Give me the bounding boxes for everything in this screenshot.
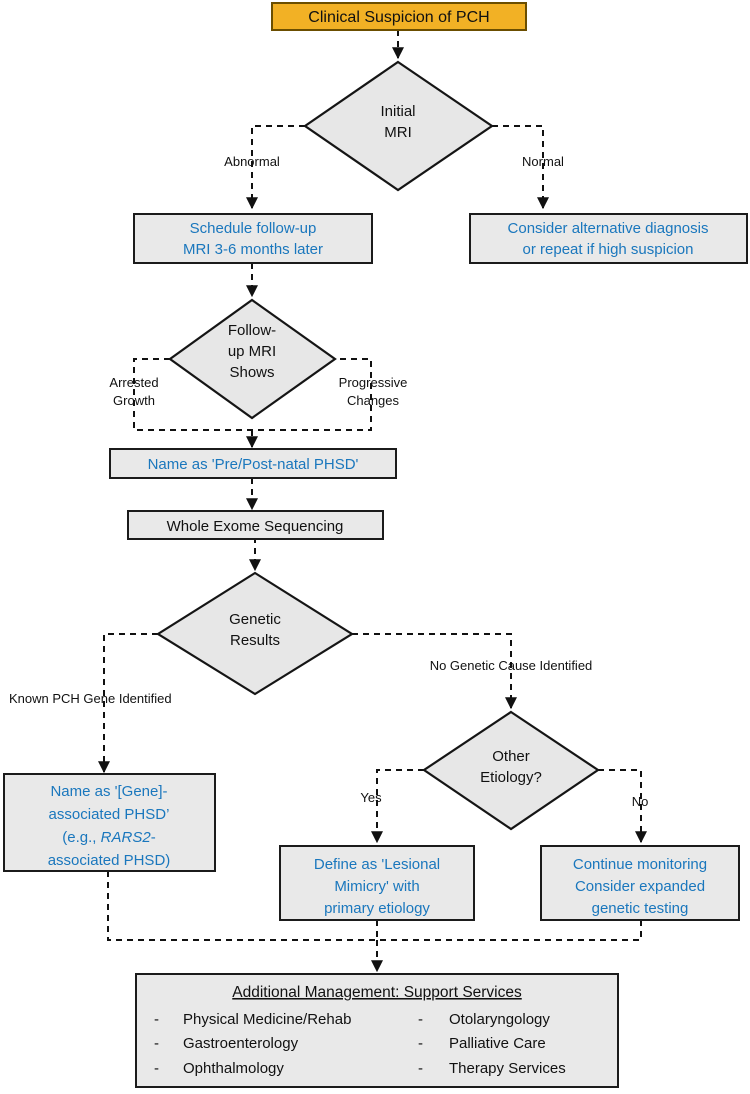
name-gene-line1: Name as '[Gene]- (50, 783, 167, 800)
clinical-suspicion-label: Clinical Suspicion of PCH (308, 9, 489, 26)
additional-management-box[interactable] (135, 973, 619, 1088)
bullet-dash-right-1: - (418, 1011, 423, 1028)
edge-genetic-known-gene (98, 633, 158, 774)
node-initial-mri[interactable]: Initial MRI (303, 60, 494, 192)
consider-alternative-line2: or repeat if high suspicion (523, 241, 694, 258)
lesional-mimicry-line1: Define as 'Lesional (314, 856, 440, 873)
genetic-results-line1: Genetic (229, 611, 281, 628)
support-service-right-1: Otolaryngology (449, 1011, 550, 1028)
bullet-dash-left-2: - (154, 1035, 159, 1052)
node-whole-exome-sequencing[interactable]: Whole Exome Sequencing (127, 510, 384, 540)
continue-monitoring-line1: Continue monitoring (573, 856, 707, 873)
genetic-results-line2: Results (230, 632, 280, 649)
followup-mri-diamond[interactable] (168, 298, 337, 420)
continue-monitoring-box[interactable] (540, 845, 740, 921)
edge-label-abnormal: Abnormal (224, 154, 280, 169)
node-lesional-mimicry[interactable]: Define as 'Lesional Mimicry' with primar… (279, 845, 475, 921)
name-gene-line3-suffix: - (151, 829, 156, 846)
clinical-suspicion-box[interactable] (271, 2, 527, 31)
edge-other-etiology-yes (371, 769, 424, 844)
consider-alternative-line1: Consider alternative diagnosis (508, 220, 709, 237)
continue-monitoring-line2: Consider expanded (575, 878, 705, 895)
edge-genetic-no-cause (352, 633, 517, 710)
edges-layer (98, 30, 647, 973)
name-gene-line2: associated PHSD’ (49, 806, 170, 823)
initial-mri-diamond[interactable] (303, 60, 494, 192)
node-schedule-followup[interactable]: Schedule follow-up MRI 3-6 months later (133, 213, 373, 264)
other-etiology-line1: Other (492, 748, 530, 765)
edge-converge-bracket (107, 871, 642, 941)
edge-label-normal: Normal (522, 154, 564, 169)
consider-alternative-box[interactable] (469, 213, 748, 264)
whole-exome-label: Whole Exome Sequencing (167, 518, 344, 535)
lesional-mimicry-box[interactable] (279, 845, 475, 921)
name-gene-box[interactable] (3, 773, 216, 872)
edge-label-no-genetic-cause: No Genetic Cause Identified (430, 658, 593, 673)
initial-mri-label-line2: MRI (384, 124, 412, 141)
node-genetic-results[interactable]: Genetic Results (155, 571, 355, 696)
lesional-mimicry-line2: Mimicry' with (334, 878, 419, 895)
edge-label-arrested-growth-2: Growth (113, 393, 155, 408)
support-service-right-3: Therapy Services (449, 1060, 566, 1077)
bullet-dash-right-2: - (418, 1035, 423, 1052)
support-service-left-3: Ophthalmology (183, 1060, 284, 1077)
node-clinical-suspicion[interactable]: Clinical Suspicion of PCH (271, 2, 527, 31)
name-prepost-box[interactable] (109, 448, 397, 479)
schedule-followup-line1: Schedule follow-up (190, 220, 317, 237)
edge-initial-mri-normal (492, 125, 549, 210)
edge-label-no: No (632, 794, 649, 809)
node-name-gene-associated[interactable]: Name as '[Gene]- associated PHSD’ (e.g.,… (3, 773, 216, 872)
support-service-right-2: Palliative Care (449, 1035, 546, 1052)
node-continue-monitoring[interactable]: Continue monitoring Consider expanded ge… (540, 845, 740, 921)
name-gene-line3: (e.g., RARS2- (62, 829, 155, 846)
name-gene-line3-prefix: (e.g., (62, 829, 100, 846)
edge-other-etiology-no (598, 769, 647, 844)
bullet-dash-left-3: - (154, 1060, 159, 1077)
continue-monitoring-line3: genetic testing (592, 900, 689, 917)
node-followup-mri[interactable]: Follow- up MRI Shows (168, 298, 337, 420)
bullet-dash-left-1: - (154, 1011, 159, 1028)
node-additional-management[interactable]: Additional Management: Support Services … (135, 973, 619, 1088)
edge-label-known-gene: Known PCH Gene Identified (9, 691, 172, 706)
bullet-dash-right-3: - (418, 1060, 423, 1077)
support-service-left-2: Gastroenterology (183, 1035, 299, 1052)
schedule-followup-box[interactable] (133, 213, 373, 264)
followup-mri-line2: up MRI (228, 343, 276, 360)
genetic-results-diamond[interactable] (155, 571, 355, 696)
followup-mri-line3: Shows (229, 364, 274, 381)
node-name-prepost[interactable]: Name as 'Pre/Post-natal PHSD' (109, 448, 397, 479)
node-other-etiology[interactable]: Other Etiology? (422, 710, 600, 831)
edge-label-progressive-1: Progressive (339, 375, 408, 390)
additional-management-heading: Additional Management: Support Services (232, 984, 522, 1001)
edge-label-arrested-growth-1: Arrested (109, 375, 158, 390)
other-etiology-diamond[interactable] (422, 710, 600, 831)
gene-symbol-rars2: RARS2 (101, 829, 152, 846)
followup-mri-line1: Follow- (228, 322, 276, 339)
name-gene-line4: associated PHSD) (48, 852, 171, 869)
name-prepost-label: Name as 'Pre/Post-natal PHSD' (148, 456, 359, 473)
lesional-mimicry-line3: primary etiology (324, 900, 430, 917)
support-service-left-1: Physical Medicine/Rehab (183, 1011, 351, 1028)
node-consider-alternative[interactable]: Consider alternative diagnosis or repeat… (469, 213, 748, 264)
initial-mri-label-line1: Initial (380, 103, 415, 120)
edge-label-yes: Yes (360, 790, 382, 805)
schedule-followup-line2: MRI 3-6 months later (183, 241, 323, 258)
whole-exome-box[interactable] (127, 510, 384, 540)
other-etiology-line2: Etiology? (480, 769, 542, 786)
edge-label-progressive-2: Changes (347, 393, 400, 408)
